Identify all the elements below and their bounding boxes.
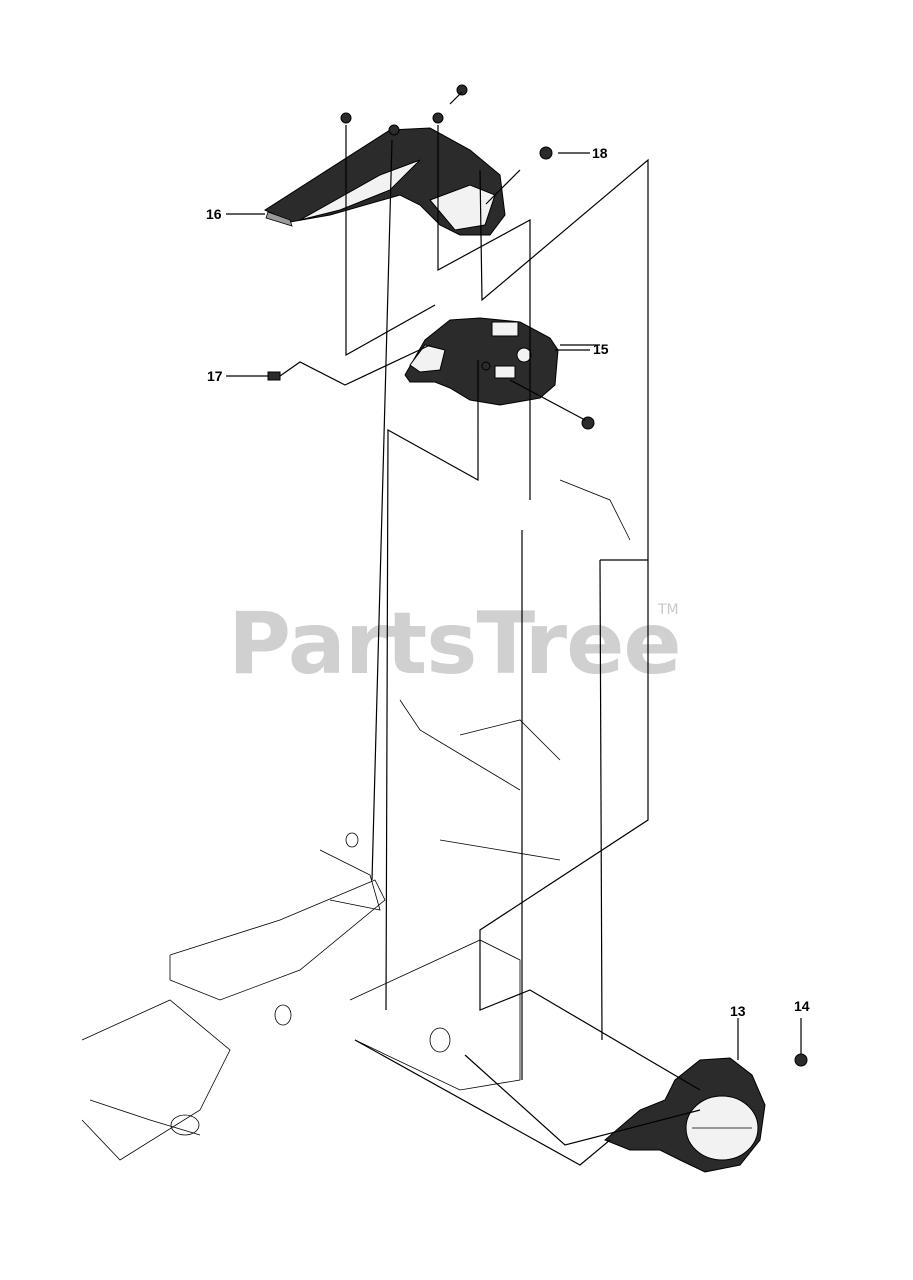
frame-sketch: [81, 479, 631, 1161]
part-16-upper-cover[interactable]: [263, 127, 506, 236]
assembly-lines: [226, 91, 802, 1166]
callout-13[interactable]: 13: [730, 1003, 746, 1019]
screw-icon: [340, 84, 468, 136]
callout-16[interactable]: 16: [206, 206, 222, 222]
part-15-middle-cover[interactable]: [404, 317, 559, 406]
part-14-screw[interactable]: [794, 1053, 808, 1067]
callout-14[interactable]: 14: [794, 998, 810, 1014]
part-17-clip[interactable]: [267, 371, 281, 381]
watermark: PartsTree: [228, 594, 681, 694]
callout-15[interactable]: 15: [593, 341, 609, 357]
watermark-trademark: TM: [657, 602, 679, 618]
part-13-guard[interactable]: [604, 1057, 766, 1173]
part-18-screw[interactable]: [539, 146, 553, 160]
callout-18[interactable]: 18: [592, 145, 608, 161]
callout-17[interactable]: 17: [207, 368, 223, 384]
